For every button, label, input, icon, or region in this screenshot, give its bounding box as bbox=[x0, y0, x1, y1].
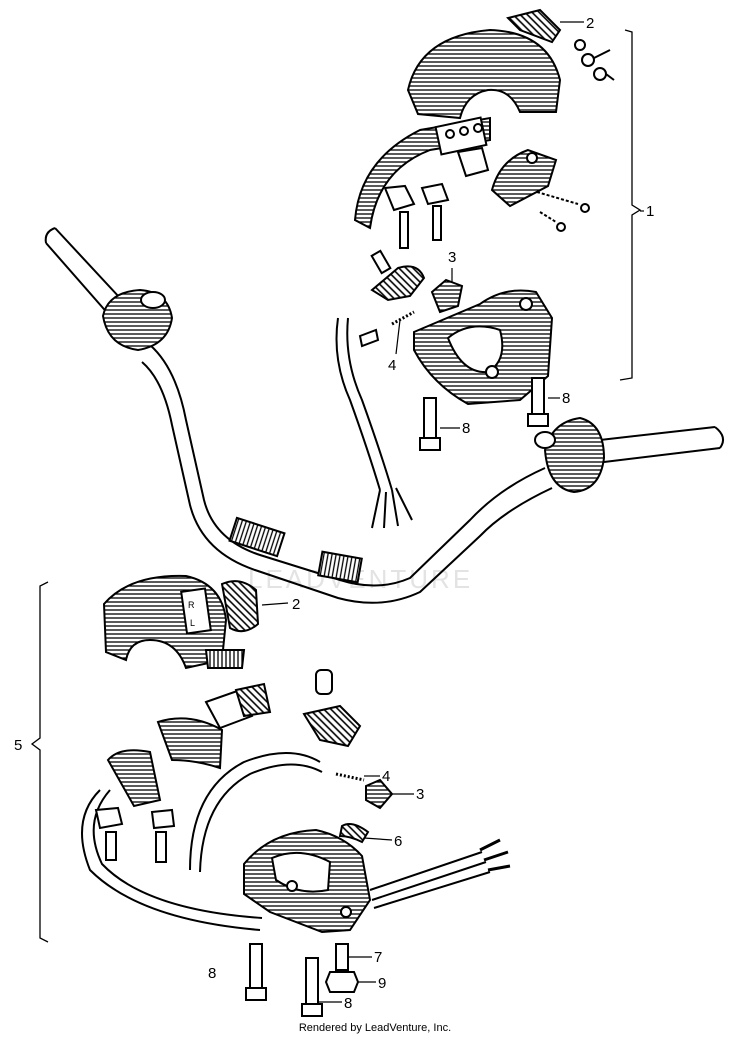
upper-switch-assembly bbox=[335, 8, 642, 529]
lower-switch-assembly: R L bbox=[30, 574, 511, 1017]
lower-spring bbox=[335, 772, 365, 782]
upper-knob bbox=[430, 278, 464, 314]
leader-lines bbox=[261, 21, 644, 1003]
lower-bolt-b bbox=[305, 957, 319, 1009]
right-grip-housing bbox=[534, 416, 606, 494]
lower-screw bbox=[335, 943, 349, 971]
callout-assembly-upper: 1 bbox=[646, 203, 654, 220]
callout-nut-lower: 9 bbox=[378, 975, 386, 992]
upper-switch-lever bbox=[490, 148, 558, 208]
callout-cap-lower: 2 bbox=[292, 596, 300, 613]
callout-bolt-lower-b: 8 bbox=[344, 995, 352, 1012]
upper-spring bbox=[391, 310, 415, 326]
handlebar bbox=[44, 227, 725, 604]
callout-labels: 2 1 3 4 8 8 2 5 4 3 6 8 8 7 9 bbox=[14, 15, 654, 1012]
callout-bolt-lower-a: 8 bbox=[208, 965, 216, 982]
left-grip-housing bbox=[101, 288, 174, 352]
callout-screw-lower: 7 bbox=[374, 949, 382, 966]
callout-bolt-upper-b: 8 bbox=[562, 390, 570, 407]
callout-spring-lower: 4 bbox=[382, 768, 390, 785]
switch-letter-l: L bbox=[190, 618, 195, 628]
callout-knob-lower: 3 bbox=[416, 786, 424, 803]
upper-cover bbox=[406, 28, 562, 120]
lower-nut bbox=[324, 971, 360, 993]
callout-knob-upper: 3 bbox=[448, 249, 456, 266]
callout-clip-lower: 6 bbox=[394, 833, 402, 850]
lower-clip bbox=[338, 823, 370, 844]
lower-cap bbox=[220, 580, 260, 633]
lower-bolt-a bbox=[249, 943, 263, 993]
callout-bolt-upper-a: 8 bbox=[462, 420, 470, 437]
callout-assembly-lower: 5 bbox=[14, 737, 22, 754]
upper-bolt-b bbox=[531, 377, 545, 419]
callout-cap-upper: 2 bbox=[586, 15, 594, 32]
lower-knob bbox=[365, 778, 394, 810]
callout-spring-upper: 4 bbox=[388, 357, 396, 374]
upper-cap bbox=[506, 8, 562, 44]
switch-letter-r: R bbox=[188, 600, 195, 610]
upper-bolt-a bbox=[423, 397, 437, 443]
footer-credit: Rendered by LeadVenture, Inc. bbox=[298, 1022, 452, 1034]
